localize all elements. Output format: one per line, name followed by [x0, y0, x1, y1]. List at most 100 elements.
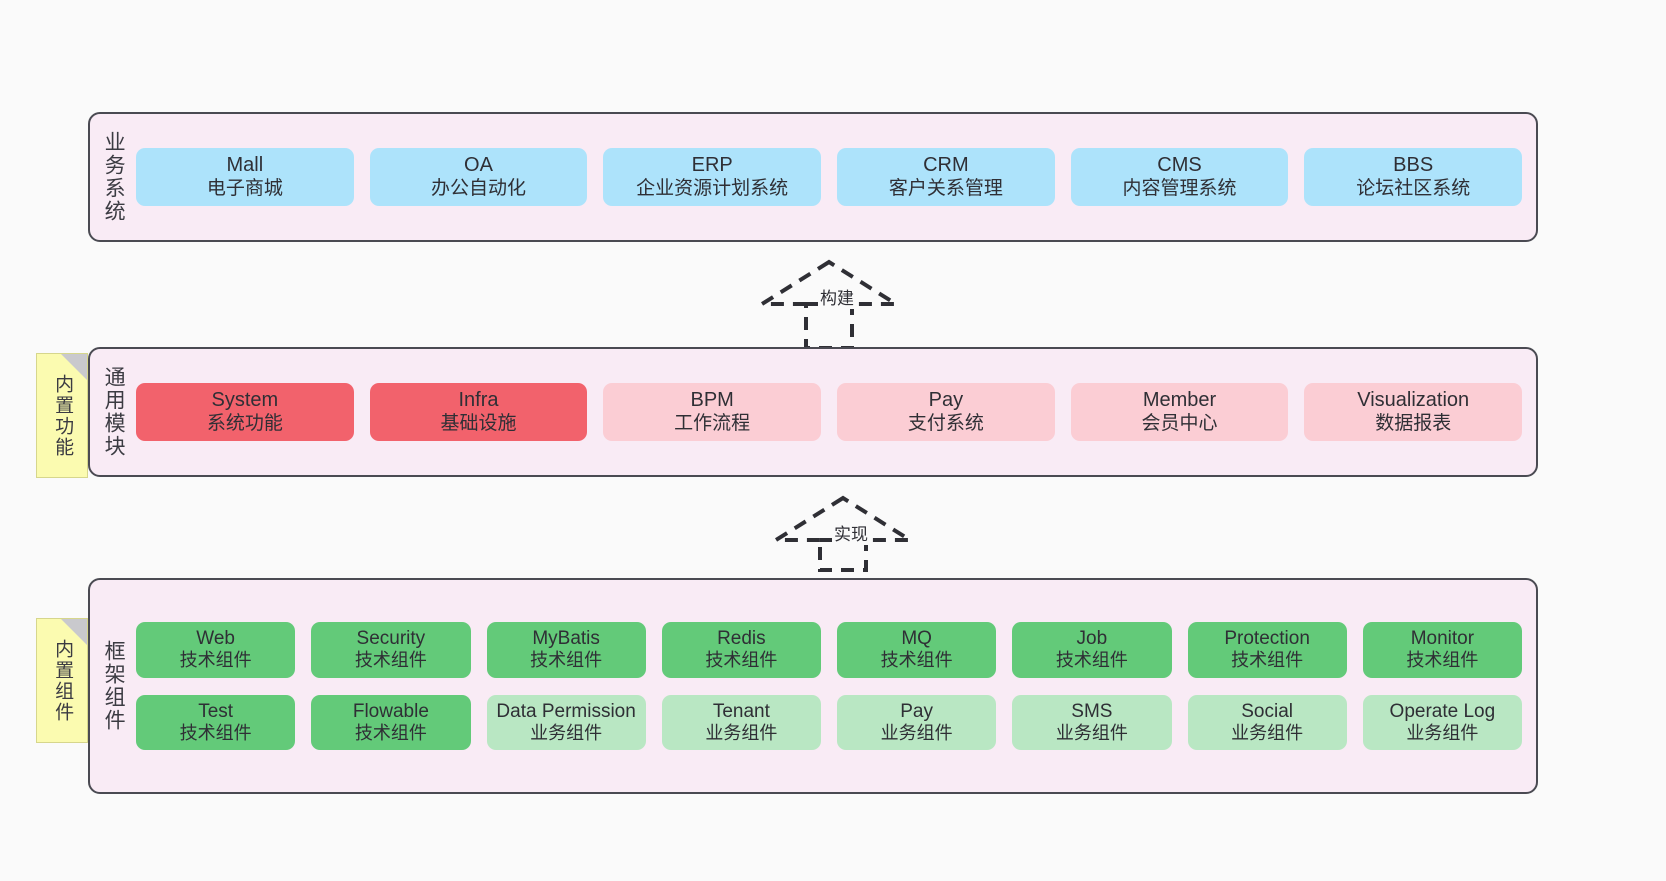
card-subtitle: 基础设施 [440, 412, 517, 434]
framework-tech-row: Web 技术组件 Security 技术组件 MyBatis 技术组件 Redi… [136, 621, 1522, 678]
card-title: Pay [900, 700, 933, 722]
card-monitor[interactable]: Monitor 技术组件 [1362, 621, 1522, 678]
business-systems-row: Mall 电子商城 OA 办公自动化 ERP 企业资源计划系统 CRM 客户关系… [136, 148, 1523, 206]
connector-build-label: 构建 [818, 284, 856, 309]
card-subtitle: 业务组件 [1406, 722, 1479, 743]
card-flowable[interactable]: Flowable 技术组件 [311, 694, 471, 751]
layer-business-systems: 业务系统 Mall 电子商城 OA 办公自动化 ERP 企业资源计划系统 CRM… [88, 112, 1538, 242]
card-security[interactable]: Security 技术组件 [311, 621, 471, 678]
common-modules-row: System 系统功能 Infra 基础设施 BPM 工作流程 Pay 支付系统… [136, 383, 1523, 441]
card-subtitle: 客户关系管理 [888, 177, 1003, 199]
card-title: MQ [901, 627, 932, 649]
card-title: Protection [1224, 627, 1310, 649]
card-tenant[interactable]: Tenant 业务组件 [661, 694, 821, 751]
card-subtitle: 电子商城 [206, 177, 283, 199]
card-sms[interactable]: SMS 业务组件 [1012, 694, 1172, 751]
card-title: CRM [923, 154, 969, 176]
card-title: Monitor [1410, 627, 1475, 649]
card-system[interactable]: System 系统功能 [136, 383, 354, 441]
card-social[interactable]: Social 业务组件 [1187, 694, 1347, 751]
card-title: Mall [226, 154, 264, 176]
card-mall[interactable]: Mall 电子商城 [136, 148, 354, 206]
card-title: Social [1241, 700, 1293, 722]
card-subtitle: 业务组件 [705, 722, 778, 743]
card-title: Visualization [1357, 389, 1470, 411]
layer-common-modules: 通用模块 System 系统功能 Infra 基础设施 BPM 工作流程 Pay… [88, 347, 1538, 477]
card-subtitle: 技术组件 [705, 650, 778, 671]
card-mq[interactable]: MQ 技术组件 [837, 621, 997, 678]
card-visualization[interactable]: Visualization 数据报表 [1304, 383, 1523, 441]
card-title: Infra [458, 389, 499, 411]
card-member[interactable]: Member 会员中心 [1070, 383, 1289, 441]
card-oa[interactable]: OA 办公自动化 [369, 148, 588, 206]
card-infra[interactable]: Infra 基础设施 [369, 383, 588, 441]
card-title: Data Permission [496, 700, 636, 722]
note-builtin-component: 内置组件 [36, 618, 88, 743]
card-title: Redis [717, 627, 766, 649]
card-title: MyBatis [532, 627, 600, 649]
layer-framework-components: 框架组件 Web 技术组件 Security 技术组件 MyBatis 技术组件… [88, 578, 1538, 794]
layer-body-business-systems: Mall 电子商城 OA 办公自动化 ERP 企业资源计划系统 CRM 客户关系… [136, 114, 1536, 240]
connector-implement-label: 实现 [832, 520, 870, 545]
card-subtitle: 论坛社区系统 [1356, 177, 1471, 199]
connector-build: 构建 [755, 256, 903, 350]
card-subtitle: 技术组件 [179, 722, 252, 743]
card-subtitle: 业务组件 [530, 722, 603, 743]
layer-title-business-systems: 业务系统 [102, 131, 126, 223]
card-title: BPM [690, 389, 734, 411]
card-operate-log[interactable]: Operate Log 业务组件 [1362, 694, 1522, 751]
layer-title-framework-components: 框架组件 [102, 640, 126, 732]
card-title: Job [1076, 627, 1108, 649]
card-subtitle: 技术组件 [880, 650, 953, 671]
card-protection[interactable]: Protection 技术组件 [1187, 621, 1347, 678]
card-title: CMS [1157, 154, 1202, 176]
connector-implement: 实现 [769, 492, 917, 572]
card-pay-component[interactable]: Pay 业务组件 [837, 694, 997, 751]
card-subtitle: 技术组件 [1406, 650, 1479, 671]
card-subtitle: 业务组件 [1231, 722, 1304, 743]
card-subtitle: 业务组件 [880, 722, 953, 743]
card-subtitle: 技术组件 [530, 650, 603, 671]
card-test[interactable]: Test 技术组件 [136, 694, 296, 751]
card-subtitle: 技术组件 [179, 650, 252, 671]
card-web[interactable]: Web 技术组件 [136, 621, 296, 678]
card-crm[interactable]: CRM 客户关系管理 [837, 148, 1055, 206]
card-subtitle: 内容管理系统 [1122, 177, 1237, 199]
card-title: SMS [1071, 700, 1113, 722]
card-title: Operate Log [1389, 700, 1496, 722]
card-pay-module[interactable]: Pay 支付系统 [837, 383, 1055, 441]
card-title: Member [1142, 389, 1217, 411]
note-builtin-component-label: 内置组件 [52, 638, 74, 723]
card-title: BBS [1393, 154, 1434, 176]
card-subtitle: 技术组件 [1055, 650, 1128, 671]
card-mybatis[interactable]: MyBatis 技术组件 [486, 621, 646, 678]
card-title: OA [464, 154, 493, 176]
card-subtitle: 企业资源计划系统 [636, 177, 789, 199]
card-redis[interactable]: Redis 技术组件 [661, 621, 821, 678]
card-job[interactable]: Job 技术组件 [1012, 621, 1172, 678]
card-erp[interactable]: ERP 企业资源计划系统 [603, 148, 822, 206]
note-builtin-function-label: 内置功能 [52, 373, 74, 458]
card-subtitle: 支付系统 [907, 412, 984, 434]
card-title: System [211, 389, 279, 411]
card-subtitle: 办公自动化 [431, 177, 527, 199]
card-subtitle: 工作流程 [674, 412, 751, 434]
card-bpm[interactable]: BPM 工作流程 [603, 383, 822, 441]
layer-title-common-modules: 通用模块 [102, 366, 126, 458]
card-subtitle: 技术组件 [354, 722, 427, 743]
card-title: Security [356, 627, 426, 649]
card-title: Test [198, 700, 234, 722]
card-subtitle: 技术组件 [1231, 650, 1304, 671]
card-title: ERP [691, 154, 733, 176]
card-subtitle: 会员中心 [1141, 412, 1218, 434]
card-cms[interactable]: CMS 内容管理系统 [1070, 148, 1289, 206]
card-title: Tenant [712, 700, 770, 722]
note-builtin-function: 内置功能 [36, 353, 88, 478]
card-bbs[interactable]: BBS 论坛社区系统 [1304, 148, 1523, 206]
card-data-permission[interactable]: Data Permission 业务组件 [486, 694, 646, 751]
card-subtitle: 系统功能 [206, 412, 283, 434]
card-title: Flowable [352, 700, 429, 722]
card-subtitle: 数据报表 [1375, 412, 1452, 434]
card-title: Web [196, 627, 235, 649]
